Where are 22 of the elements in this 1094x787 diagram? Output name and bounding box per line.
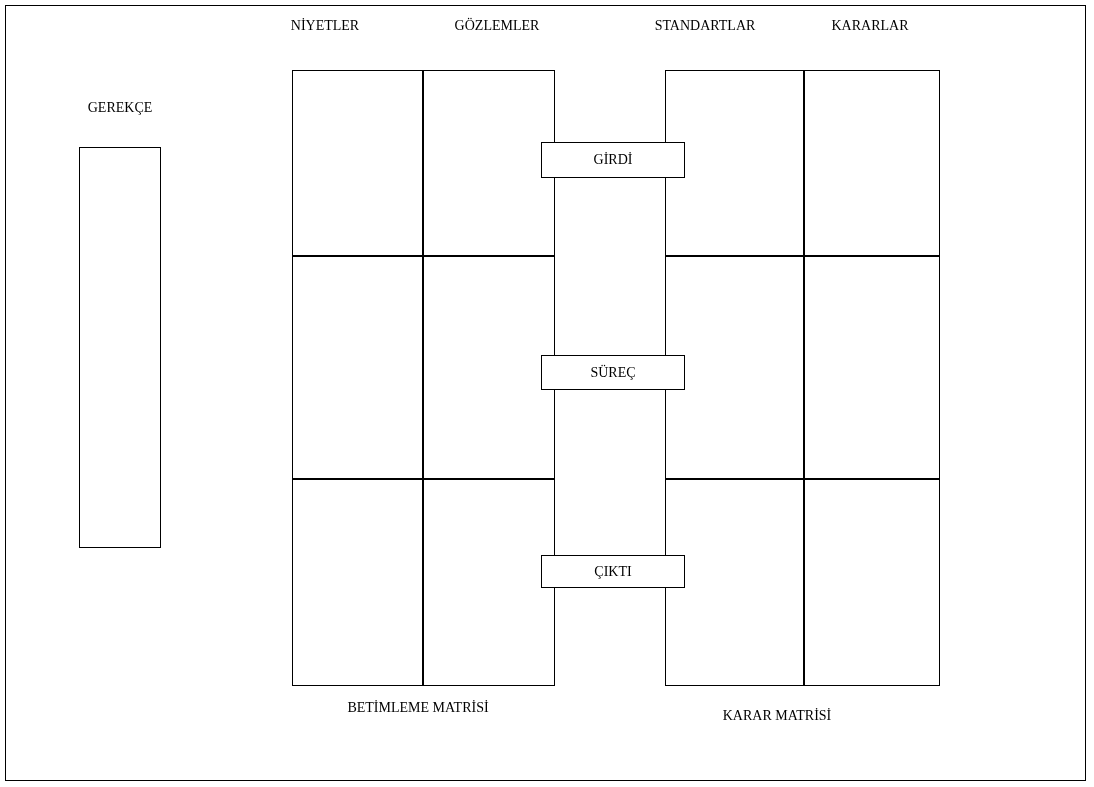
column-header: NİYETLER — [290, 18, 360, 34]
column-header: KARARLAR — [831, 18, 909, 34]
stage-label: GİRDİ — [593, 152, 633, 168]
matrix-cell — [422, 255, 555, 480]
stage-label: SÜREÇ — [590, 364, 636, 381]
matrix-cell — [422, 70, 555, 257]
matrix-cell — [665, 70, 805, 257]
matrix-cell — [665, 478, 805, 686]
matrix-cell — [665, 255, 805, 480]
matrix-cell — [803, 70, 940, 257]
matrix-cell — [292, 478, 424, 686]
column-header: GÖZLEMLER — [454, 18, 540, 34]
matrix-cell — [803, 478, 940, 686]
matrix-title: BETİMLEME MATRİSİ — [347, 700, 489, 716]
stage-label: ÇIKTI — [594, 563, 632, 580]
matrix-cell — [292, 70, 424, 257]
matrix-cell — [803, 255, 940, 480]
matrix-cell — [292, 255, 424, 480]
column-header: STANDARTLAR — [654, 18, 756, 34]
matrix-title: KARAR MATRİSİ — [722, 708, 832, 724]
box-heading: GEREKÇE — [87, 100, 153, 116]
matrix-cell — [422, 478, 555, 686]
